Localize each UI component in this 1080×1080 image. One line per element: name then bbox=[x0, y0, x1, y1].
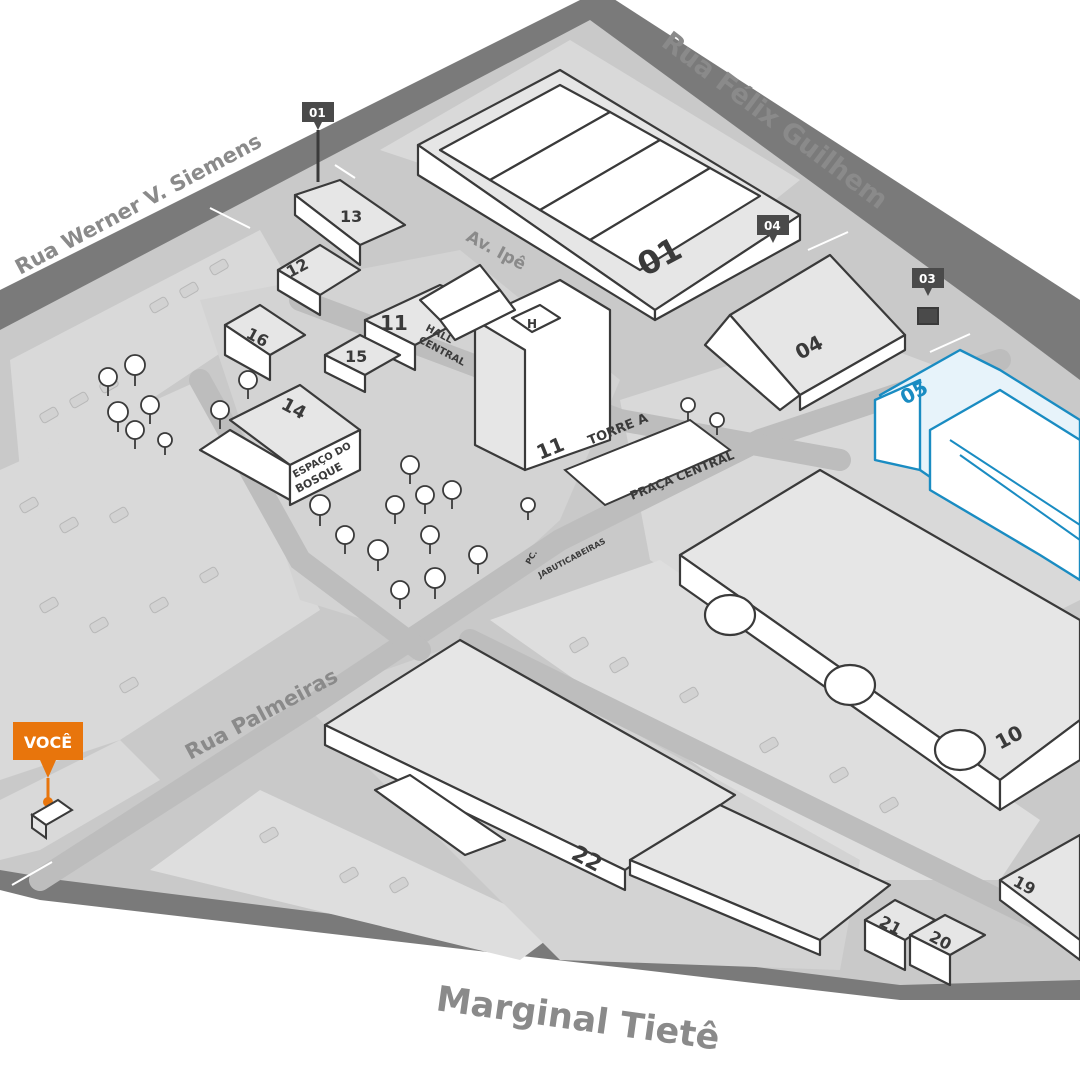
tree-icon bbox=[107, 401, 129, 432]
building-01[interactable]: 01 bbox=[416, 68, 802, 322]
car-icon bbox=[39, 406, 59, 424]
car-icon bbox=[179, 281, 199, 299]
tree-icon bbox=[400, 455, 420, 484]
tree-icon bbox=[680, 397, 696, 420]
car-icon bbox=[89, 616, 109, 634]
tree-icon bbox=[98, 367, 118, 396]
tree-icon bbox=[157, 432, 173, 455]
building-16[interactable]: 16 bbox=[223, 303, 307, 382]
gate-marker-01[interactable]: 01 bbox=[302, 102, 334, 182]
car-icon bbox=[39, 596, 59, 614]
gate-01-number: 01 bbox=[309, 106, 326, 120]
heliport-icon: H bbox=[527, 317, 537, 331]
tree-icon bbox=[125, 420, 145, 449]
car-icon bbox=[389, 876, 409, 894]
gate-marker-icon bbox=[912, 268, 944, 296]
tree-icon bbox=[420, 525, 440, 554]
you-are-here-marker-icon bbox=[13, 722, 83, 778]
tree-icon bbox=[210, 400, 230, 429]
parking-cars bbox=[19, 258, 899, 894]
building-05-highlighted[interactable]: 05 bbox=[873, 348, 1080, 582]
building-22[interactable]: 22 bbox=[323, 638, 892, 957]
tree-icon bbox=[390, 580, 410, 609]
trees-bosque bbox=[98, 354, 725, 609]
building-04[interactable]: 04 bbox=[703, 253, 907, 412]
tree-icon bbox=[309, 494, 331, 526]
building-20[interactable]: 20 bbox=[908, 913, 987, 987]
car-icon bbox=[259, 826, 279, 844]
building-19[interactable]: 19 bbox=[998, 833, 1080, 962]
car-icon bbox=[829, 766, 849, 784]
tree-icon bbox=[367, 539, 389, 571]
car-icon bbox=[879, 796, 899, 814]
building-15-number: 15 bbox=[345, 347, 367, 366]
gate-04-number: 04 bbox=[764, 219, 781, 233]
building-11-hall-central[interactable]: 11 HALL CENTRAL bbox=[363, 263, 517, 372]
building-14-espaco-do-bosque[interactable]: 14 ESPAÇO DO BOSQUE bbox=[198, 383, 362, 507]
building-11-hall-number: 11 bbox=[380, 311, 408, 335]
gate-marker-icon bbox=[757, 215, 789, 243]
car-icon bbox=[109, 506, 129, 524]
car-icon bbox=[119, 676, 139, 694]
car-icon bbox=[69, 391, 89, 409]
block-northwest bbox=[10, 230, 300, 470]
car-icon bbox=[679, 686, 699, 704]
car-icon bbox=[569, 636, 589, 654]
car-icon bbox=[209, 258, 229, 276]
tree-icon bbox=[124, 354, 146, 386]
tree-icon bbox=[385, 495, 405, 524]
tree-icon bbox=[709, 412, 725, 435]
car-icon bbox=[609, 656, 629, 674]
tree-icon bbox=[238, 370, 258, 399]
gate-marker-04[interactable]: 04 bbox=[757, 215, 789, 243]
tree-icon bbox=[140, 395, 160, 424]
tree-icon bbox=[442, 480, 462, 509]
tree-icon bbox=[415, 485, 435, 514]
car-icon bbox=[759, 736, 779, 754]
gate-marker-03[interactable]: 03 bbox=[912, 268, 944, 325]
gate-03-number: 03 bbox=[919, 272, 936, 286]
block-parking-west bbox=[0, 380, 320, 780]
street-marginal-tiete: Marginal Tietê bbox=[434, 979, 722, 1058]
building-13[interactable]: 13 bbox=[293, 178, 407, 267]
two-way-arrow-icon bbox=[11, 164, 971, 886]
tree-icon bbox=[424, 567, 446, 599]
car-icon bbox=[339, 866, 359, 884]
you-are-here-marker[interactable]: VOCÊ bbox=[13, 722, 83, 840]
car-icon bbox=[59, 516, 79, 534]
tree-icon bbox=[335, 525, 355, 554]
block-parking-south bbox=[490, 560, 1040, 880]
building-13-number: 13 bbox=[340, 207, 362, 226]
building-12[interactable]: 12 bbox=[276, 243, 362, 317]
car-icon bbox=[19, 496, 39, 514]
building-10[interactable]: 10 bbox=[678, 468, 1080, 812]
tree-icon bbox=[468, 545, 488, 574]
building-15[interactable]: 15 bbox=[323, 333, 402, 394]
tree-icon bbox=[520, 497, 536, 520]
car-icon bbox=[149, 596, 169, 614]
car-icon bbox=[199, 566, 219, 584]
gate-marker-icon bbox=[302, 102, 334, 130]
car-icon bbox=[149, 296, 169, 314]
building-11-torre-a[interactable]: H 11 TORRE A bbox=[473, 278, 650, 472]
you-are-here-label: VOCÊ bbox=[24, 733, 72, 752]
